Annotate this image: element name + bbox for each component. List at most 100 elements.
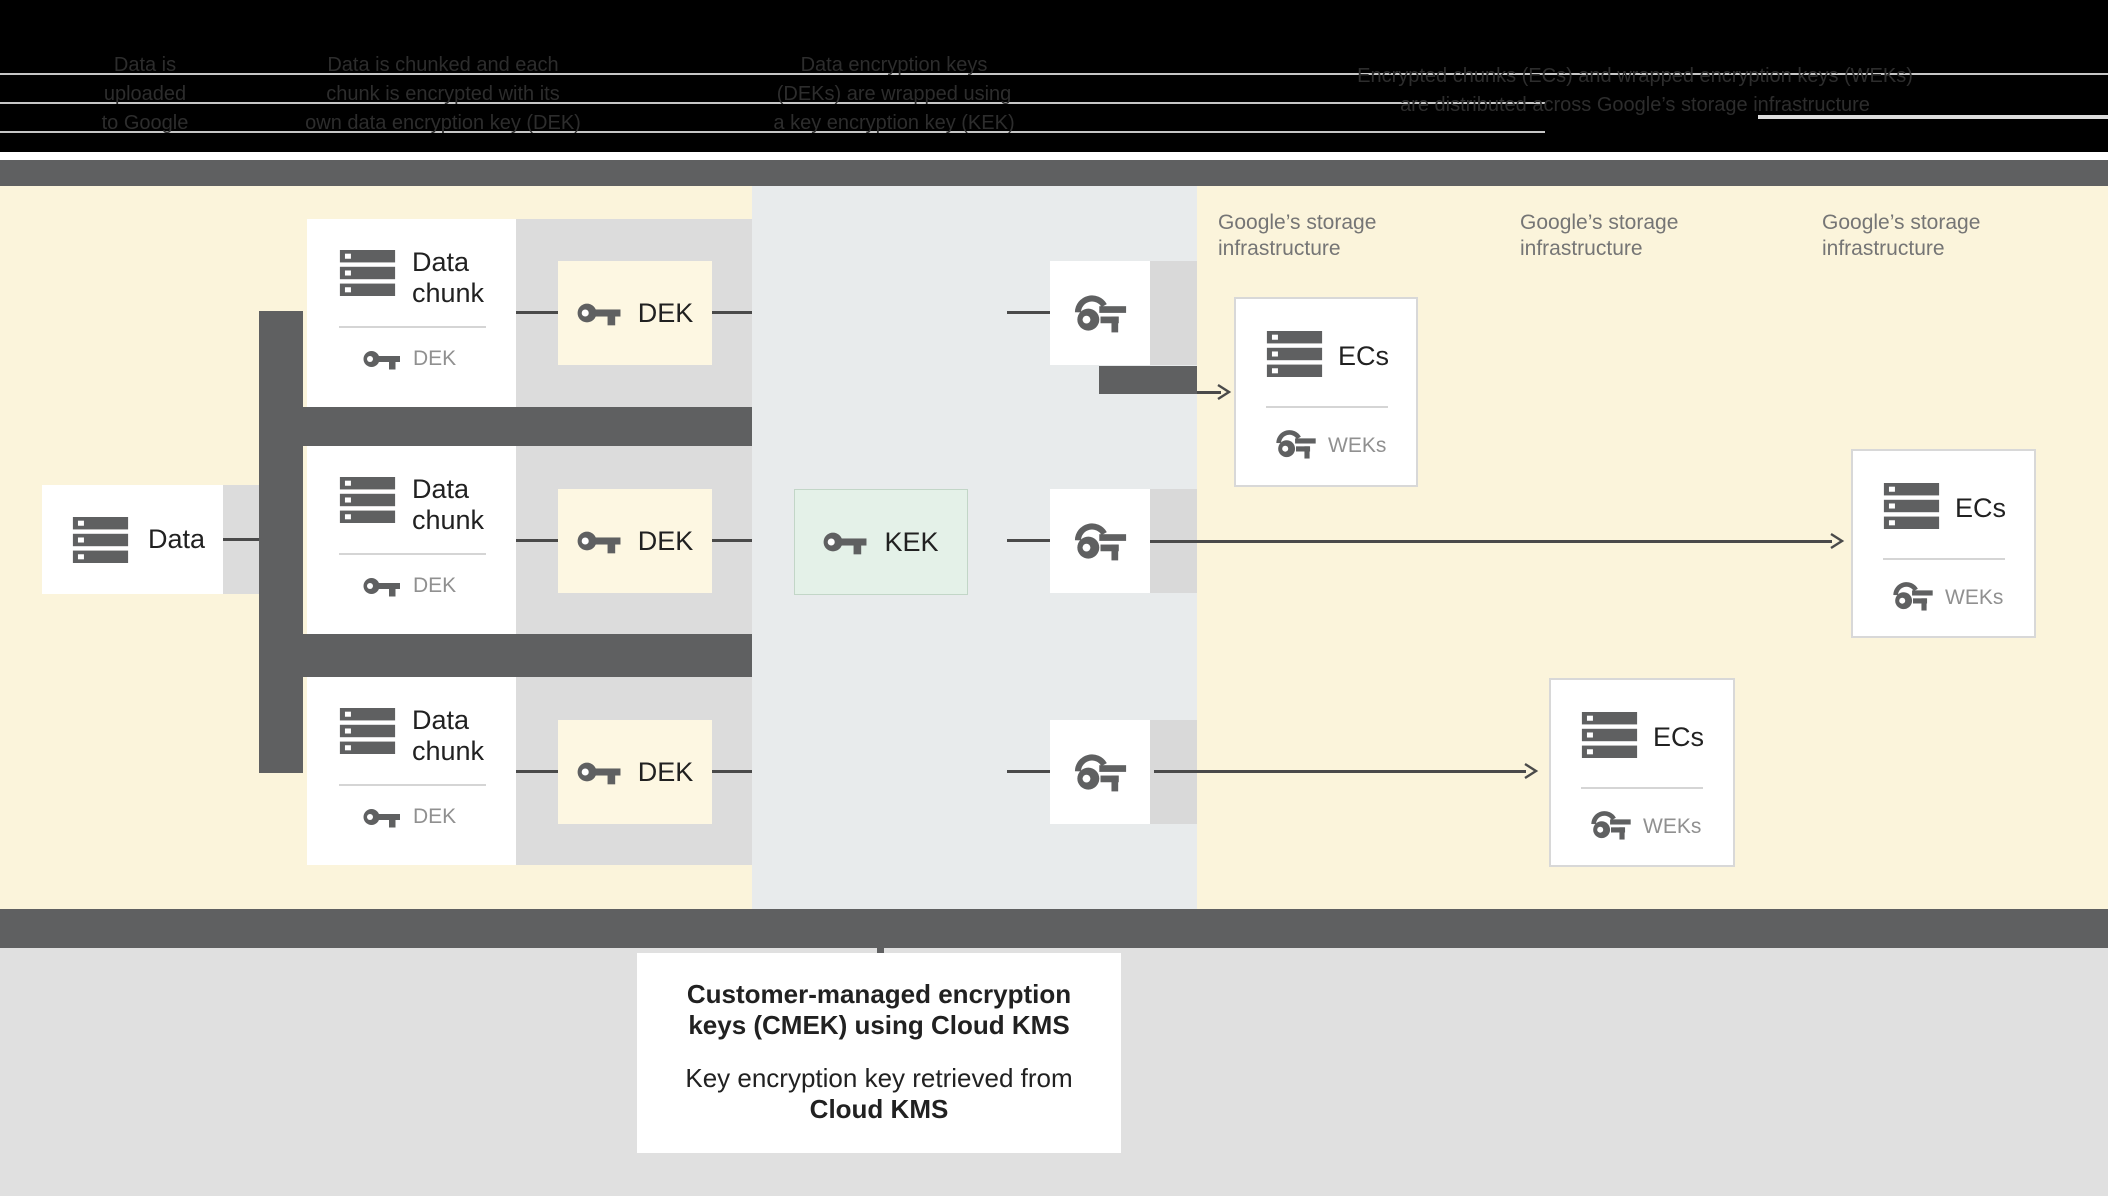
caption-line: are distributed across Google’s storage … (1400, 94, 1870, 116)
ecs-label: ECs (1653, 722, 1705, 752)
wrapped-key-icon (1072, 522, 1129, 561)
caption-line: Data is (113, 54, 177, 76)
dek-box: DEK (558, 720, 712, 824)
header-separator (0, 152, 2108, 160)
ecs-label: ECs (1955, 493, 2007, 523)
wrapped-key-box (1050, 489, 1150, 593)
storage-stack-icon (339, 477, 396, 523)
caption-line: Encrypted chunks (ECs) and wrapped encry… (1357, 65, 1913, 87)
ecs-box: ECs WEKs (1234, 297, 1418, 487)
data-chunk-box: Data chunk DEK (307, 446, 516, 634)
storage-infrastructure-label: Google’s storage infrastructure (1822, 211, 1981, 260)
ecs-label: ECs (1338, 341, 1390, 371)
storage-infrastructure-label: Google’s storage infrastructure (1520, 211, 1679, 260)
dek-box: DEK (558, 261, 712, 365)
storage-stack-icon (339, 708, 396, 754)
fanout-bar (259, 407, 752, 446)
data-chunk-label: Data chunk (412, 247, 485, 308)
header-caption-chunking: Data is chunked and each chunk is encryp… (288, 51, 598, 138)
box-divider (1266, 406, 1388, 408)
fanout-bar (259, 634, 752, 677)
caption-subtitle-bold: Cloud KMS (809, 1094, 949, 1124)
box-divider (339, 326, 486, 328)
connector-line (1007, 770, 1050, 773)
storage-stack-icon (72, 516, 129, 563)
caption-line: (DEKs) are wrapped using (776, 83, 1012, 105)
storage-infrastructure-label: Google’s storage infrastructure (1218, 211, 1377, 260)
header-rule (0, 131, 1545, 133)
dek-small-label: DEK (413, 805, 457, 828)
key-icon (577, 300, 624, 326)
caption-subtitle: Key encryption key retrieved from Cloud … (657, 1063, 1101, 1125)
weks-label: WEKs (1643, 815, 1702, 838)
header-rule (0, 102, 1545, 104)
key-panel (1150, 261, 1197, 365)
caption-line: Data is chunked and each (327, 54, 559, 76)
top-dark-band (0, 160, 2108, 186)
storage-stack-icon (1266, 331, 1323, 377)
data-chunk-label: Data chunk (412, 474, 485, 535)
arrow-line (1197, 391, 1221, 394)
ecs-box: ECs WEKs (1549, 678, 1735, 867)
arrow-line (1154, 770, 1526, 773)
caption-title: Customer-managed encryption keys (CMEK) … (686, 979, 1072, 1040)
weks-label: WEKs (1945, 586, 2004, 609)
dek-box: DEK (558, 489, 712, 593)
arrowhead-icon (1827, 532, 1845, 550)
box-divider (1883, 558, 2005, 560)
caption-connector-nub (877, 948, 884, 953)
dek-box-label: DEK (637, 756, 694, 787)
key-icon (823, 529, 870, 555)
key-icon (577, 528, 624, 554)
box-divider (339, 553, 486, 555)
caption-line: to Google (101, 112, 189, 134)
wrapped-key-icon (1589, 810, 1633, 840)
data-chunk-box: Data chunk DEK (307, 219, 516, 407)
connector-line (516, 770, 558, 773)
connector-line (223, 538, 259, 541)
caption-line: Data encryption keys (800, 54, 988, 76)
key-icon (577, 759, 624, 785)
weks-label: WEKs (1328, 434, 1387, 457)
header-rule (1758, 115, 2108, 119)
wrapped-key-icon (1072, 753, 1129, 792)
wrapped-key-icon (1072, 294, 1129, 333)
arrowhead-icon (1214, 383, 1232, 401)
connector-line (516, 311, 558, 314)
key-icon (363, 575, 403, 597)
connector-line (1007, 311, 1050, 314)
box-divider (1581, 787, 1703, 789)
kek-label: KEK (884, 526, 939, 557)
caption-box: Customer-managed encryption keys (CMEK) … (637, 953, 1121, 1153)
connector-line (516, 539, 558, 542)
key-icon (363, 806, 403, 828)
connector-line (1007, 539, 1050, 542)
box-divider (339, 784, 486, 786)
connector-line (712, 770, 752, 773)
wrapped-key-box (1050, 261, 1150, 365)
thick-arrow-bar (1099, 366, 1197, 394)
caption-line: chunk is encrypted with its (326, 83, 560, 105)
arrow-line (1150, 540, 1832, 543)
header-caption-distribution: Encrypted chunks (ECs) and wrapped encry… (1300, 62, 1970, 120)
caption-line: own data encryption key (DEK) (305, 112, 581, 134)
fanout-trunk (259, 311, 303, 773)
wrapped-key-box (1050, 720, 1150, 824)
header-caption-upload: Data is uploaded to Google (40, 51, 250, 138)
ecs-box: ECs WEKs (1851, 449, 2036, 638)
data-box: Data (42, 485, 223, 594)
data-chunk-label: Data chunk (412, 705, 485, 766)
storage-stack-icon (1883, 483, 1940, 529)
caption-line: uploaded (103, 83, 187, 105)
dek-box-label: DEK (637, 297, 694, 328)
caption-subtitle-text: Key encryption key retrieved from (685, 1063, 1073, 1093)
data-chunk-box: Data chunk DEK (307, 677, 516, 865)
storage-stack-icon (339, 250, 396, 296)
data-label: Data (148, 524, 206, 554)
arrowhead-icon (1521, 762, 1539, 780)
connector-line (712, 311, 752, 314)
wrapped-key-icon (1274, 429, 1318, 459)
bottom-dark-band (0, 909, 2108, 948)
kek-box: KEK (794, 489, 968, 595)
